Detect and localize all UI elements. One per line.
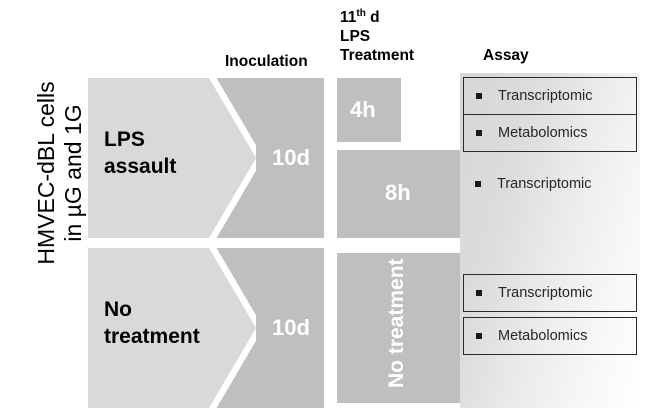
assay-label: Transcriptomic	[498, 88, 593, 104]
assay-item-transcriptomic-8h: Transcriptomic	[463, 165, 637, 203]
axis-label-line1: HMVEC-dBL cells	[33, 81, 59, 265]
assay-label: Metabolomics	[498, 328, 588, 344]
inoculation-duration-lps: 10d	[272, 145, 310, 170]
column-header-lps-line1: 11th d	[340, 8, 414, 27]
treatment-block-no-treatment	[337, 253, 460, 403]
column-header-lps-line2: LPS	[340, 28, 371, 45]
treatment-label-8h: 8h	[385, 180, 411, 205]
column-header-inoculation: Inoculation	[225, 53, 308, 70]
axis-label-line2: in µG and 1G	[60, 104, 86, 242]
bullet-icon	[476, 290, 482, 296]
assay-label: Transcriptomic	[498, 285, 593, 301]
lps-day-number: 11	[340, 9, 357, 26]
assay-item-metabolomics-control: Metabolomics	[463, 317, 637, 355]
lps-day-unit: d	[365, 9, 380, 26]
bullet-icon	[475, 181, 481, 187]
assay-item-transcriptomic-4h: Transcriptomic	[463, 77, 637, 115]
condition-label-lps-line2: assault	[104, 155, 177, 178]
assay-label: Metabolomics	[498, 125, 588, 141]
treatment-label-no-treatment-text: No treatment	[385, 258, 408, 388]
lps-day-ordinal-suffix: th	[356, 7, 366, 19]
treatment-label-4h: 4h	[350, 97, 376, 122]
bullet-icon	[476, 93, 482, 99]
assay-item-transcriptomic-control: Transcriptomic	[463, 274, 637, 312]
bullet-icon	[476, 333, 482, 339]
condition-label-lps: LPS assault	[104, 126, 176, 180]
condition-label-control-line1: No	[104, 298, 132, 321]
condition-label-control: No treatment	[104, 296, 200, 350]
treatment-label-no-treatment: No treatment	[384, 258, 412, 388]
condition-label-lps-line1: LPS	[104, 128, 145, 151]
assay-label: Transcriptomic	[497, 176, 592, 192]
inoculation-duration-control: 10d	[272, 315, 310, 340]
treatment-block-8h	[337, 150, 460, 238]
treatment-block-4h	[337, 78, 401, 142]
assay-item-metabolomics-4h: Metabolomics	[463, 114, 637, 152]
column-header-lps-treatment: 11th d LPS Treatment	[340, 8, 414, 65]
condition-label-control-line2: treatment	[104, 325, 200, 348]
column-header-assay: Assay	[483, 47, 529, 64]
column-header-lps-line3: Treatment	[340, 47, 415, 64]
assay-gradient-panel	[460, 73, 640, 408]
bullet-icon	[476, 130, 482, 136]
y-axis-cell-model-label: HMVEC-dBL cells in µG and 1G	[32, 3, 88, 343]
